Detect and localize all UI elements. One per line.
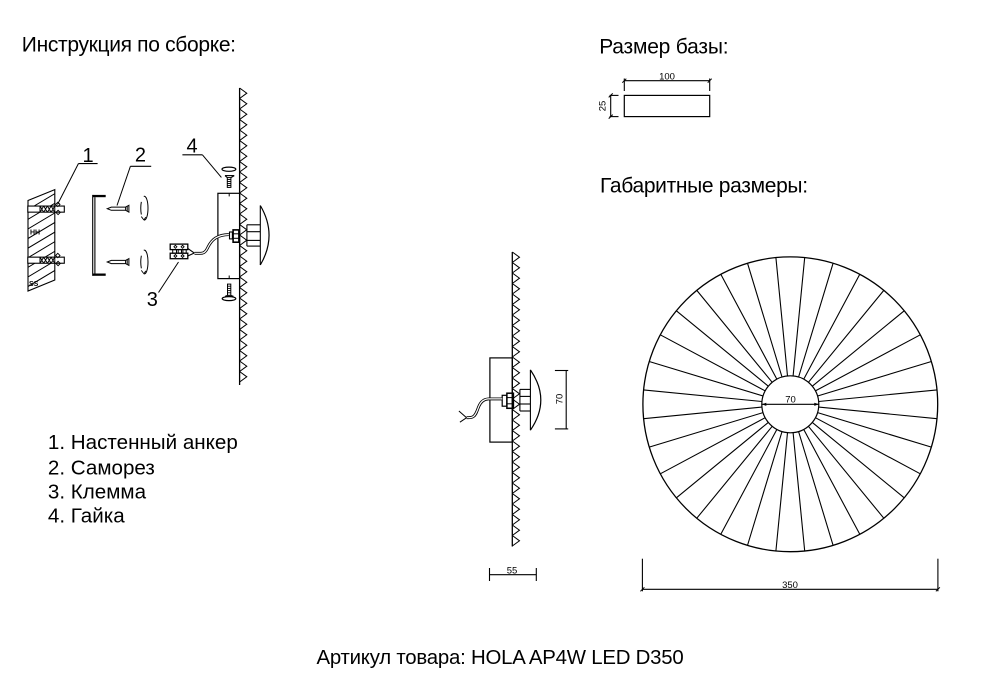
svg-text:4. Гайка: 4. Гайка	[48, 505, 125, 528]
svg-text:3. Клемма: 3. Клемма	[48, 481, 147, 504]
svg-text:HH: HH	[30, 229, 40, 236]
svg-text:2. Саморез: 2. Саморез	[48, 457, 155, 480]
svg-text:1: 1	[82, 145, 93, 167]
svg-text:3: 3	[147, 289, 158, 311]
svg-text:70: 70	[785, 395, 796, 406]
svg-text:1. Настенный анкер: 1. Настенный анкер	[48, 431, 238, 454]
svg-text:100: 100	[659, 72, 675, 83]
svg-text:25: 25	[597, 101, 608, 112]
svg-text:70: 70	[554, 394, 565, 405]
svg-text:4: 4	[186, 136, 197, 158]
svg-text:Габаритные размеры:: Габаритные размеры:	[600, 175, 808, 198]
svg-text:Артикул товара: HOLA AP4W LED: Артикул товара: HOLA AP4W LED D350	[316, 647, 683, 669]
svg-text:SS: SS	[29, 281, 39, 288]
svg-text:Инструкция по сборке:: Инструкция по сборке:	[22, 34, 236, 57]
svg-text:Размер базы:: Размер базы:	[599, 36, 728, 59]
svg-text:55: 55	[507, 566, 518, 577]
svg-text:350: 350	[782, 580, 798, 591]
svg-text:2: 2	[135, 145, 146, 167]
